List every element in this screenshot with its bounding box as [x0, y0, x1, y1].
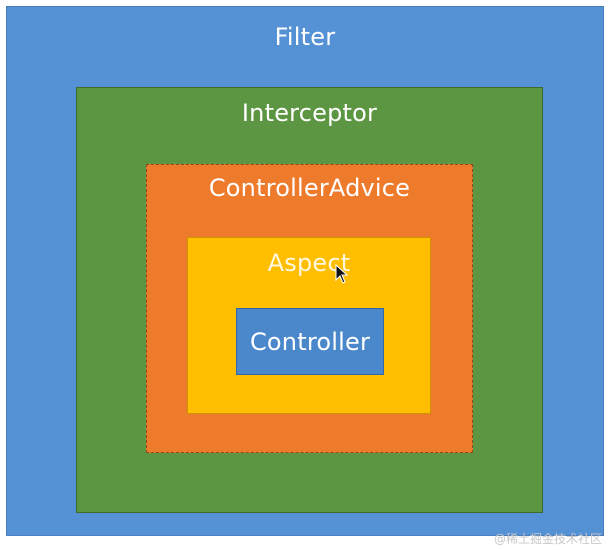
arrow-cursor-icon	[335, 264, 349, 284]
controller-advice-label: ControllerAdvice	[208, 174, 411, 202]
controller-label: Controller	[249, 328, 371, 356]
watermark-text: @稀土掘金技术社区	[493, 532, 602, 546]
interceptor-label: Interceptor	[241, 99, 378, 127]
filter-label: Filter	[274, 23, 336, 51]
aspect-label: Aspect	[267, 249, 351, 277]
controller-layer: Controller	[236, 308, 384, 375]
